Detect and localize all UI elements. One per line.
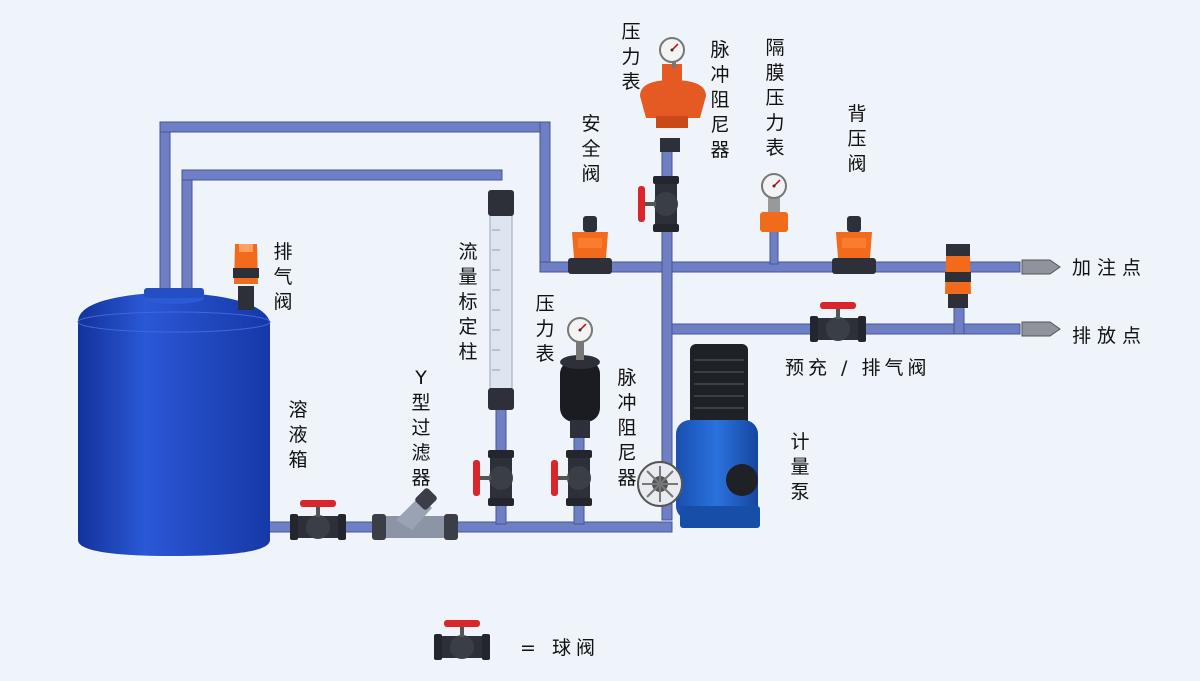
pressure-gauge-mid xyxy=(567,317,593,343)
label-safety-valve: 安全阀 xyxy=(581,113,601,185)
diaphragm-pressure-gauge xyxy=(760,198,788,232)
pressure-gauge-top xyxy=(659,37,685,63)
top-damper-ball-valve xyxy=(638,176,679,232)
flow-calibration-column xyxy=(488,190,514,410)
air-vent-valve xyxy=(233,244,259,310)
pulse-damper-ball-valve xyxy=(551,450,592,506)
label-pressure-gauge-top: 压力表 xyxy=(621,21,641,93)
diaphragm-gauge-dial xyxy=(761,173,787,199)
back-pressure-valve xyxy=(832,216,876,274)
label-pulse-damper-mid: 脉冲阻尼器 xyxy=(617,367,637,489)
pulse-damper-mid xyxy=(560,336,600,438)
label-discharge-point: 排放点 xyxy=(1072,325,1148,347)
legend-text: = 球阀 xyxy=(520,637,600,659)
label-back-pressure-valve: 背压阀 xyxy=(847,103,867,175)
solution-tank xyxy=(77,288,271,556)
label-diaphragm-gauge: 隔膜压力表 xyxy=(765,37,785,159)
label-y-filter: Y型过滤器 xyxy=(411,367,431,489)
metering-pump xyxy=(637,344,760,528)
flow-column-ball-valve xyxy=(473,450,514,506)
tank-outlet-ball-valve xyxy=(290,500,346,540)
y-strainer xyxy=(372,488,458,540)
label-pressure-gauge-mid: 压力表 xyxy=(535,293,555,365)
legend-ball-valve-icon xyxy=(434,620,490,660)
label-flow-column: 流量标定柱 xyxy=(458,241,478,363)
label-pulse-damper-top: 脉冲阻尼器 xyxy=(710,39,730,161)
safety-valve xyxy=(568,216,612,274)
injection-point-arrow xyxy=(1021,259,1061,275)
label-air-vent-valve: 排气阀 xyxy=(273,241,293,313)
label-solution-tank: 溶液箱 xyxy=(288,399,308,471)
discharge-relief-valve xyxy=(945,244,971,308)
pulse-damper-top xyxy=(640,58,706,152)
label-prime-vent-valve: 预充 / 排气阀 xyxy=(785,357,931,379)
discharge-point-arrow xyxy=(1021,321,1061,337)
label-metering-pump: 计量泵 xyxy=(790,431,810,503)
prime-vent-ball-valve xyxy=(810,302,866,342)
label-injection-point: 加注点 xyxy=(1072,257,1148,279)
